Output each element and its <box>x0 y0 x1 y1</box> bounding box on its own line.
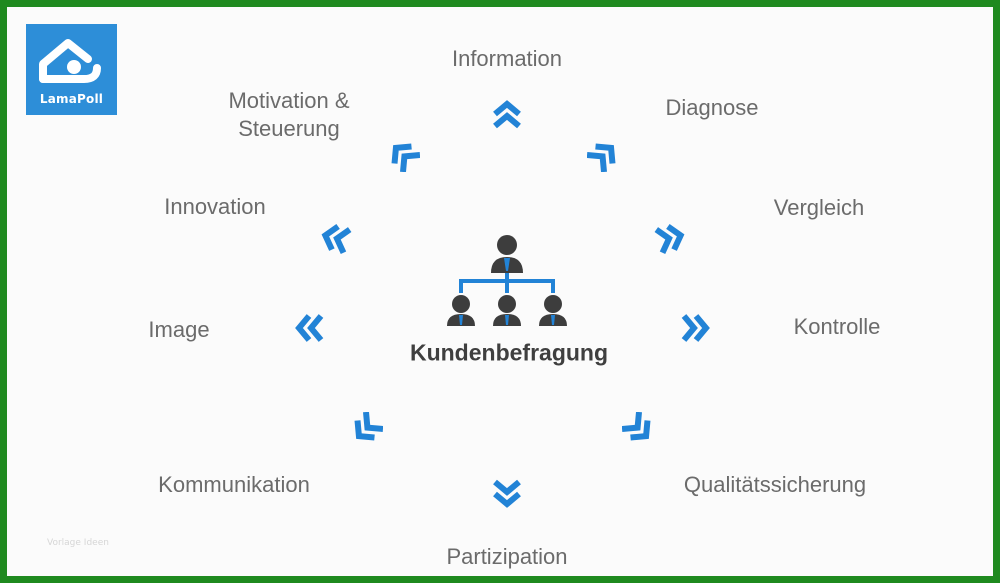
arrow-information <box>493 100 521 129</box>
person-icon-right <box>539 295 567 326</box>
topic-label-qualitaetssicherung: Qualitätssicherung <box>683 472 867 497</box>
arrow-motivation-steuerung <box>391 143 420 172</box>
arrow-vergleich <box>654 223 685 254</box>
topic-label-vergleich: Vergleich <box>773 195 865 220</box>
topic-label-image: Image <box>148 317 210 342</box>
arrow-kommunikation <box>354 412 383 441</box>
person-icon-left <box>447 295 475 326</box>
arrow-diagnose <box>587 143 616 172</box>
org-chart-people-icon <box>447 235 567 326</box>
arrow-innovation <box>321 223 352 254</box>
person-icon-top <box>491 235 523 273</box>
center-title: Kundenbefragung <box>409 339 609 366</box>
topic-label-information: Information <box>451 46 563 71</box>
topic-label-kommunikation: Kommunikation <box>158 472 310 497</box>
topic-label-innovation: Innovation <box>164 194 266 219</box>
watermark: Vorlage Ideen <box>47 538 109 548</box>
topic-label-motivation-steuerung: Motivation & Steuerung <box>228 88 350 141</box>
arrow-qualitaetssicherung <box>622 412 651 441</box>
arrow-partizipation <box>493 479 521 508</box>
logo-text: LamaPoll <box>39 92 104 106</box>
topic-label-diagnose: Diagnose <box>665 95 759 120</box>
topic-label-kontrolle: Kontrolle <box>793 314 881 339</box>
topic-label-partizipation: Partizipation <box>446 544 568 569</box>
arrow-kontrolle <box>681 314 710 342</box>
lamapoll-logo: LamaPoll <box>26 24 117 115</box>
person-icon-middle <box>493 295 521 326</box>
lamapoll-house-icon <box>39 39 101 83</box>
arrow-image <box>295 314 324 342</box>
